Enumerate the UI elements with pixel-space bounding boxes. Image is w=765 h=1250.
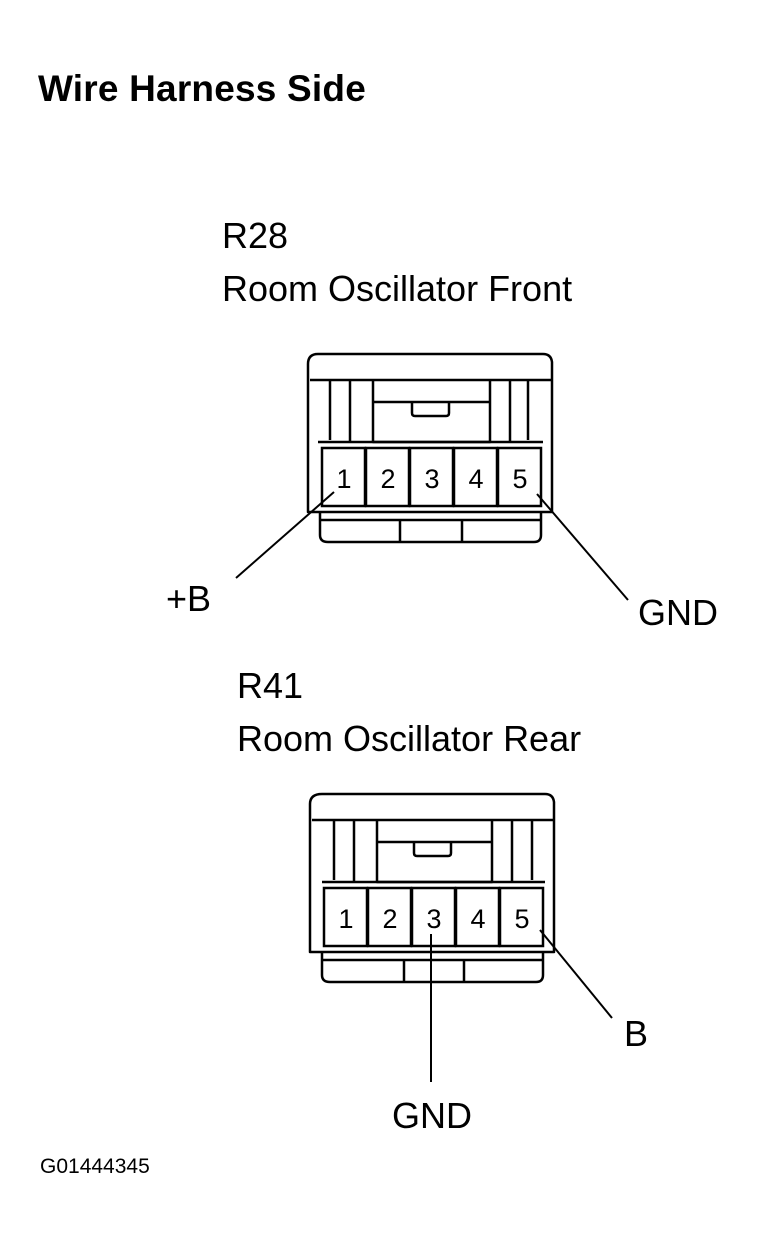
connector-r28-housing xyxy=(306,352,554,544)
connector-r28-id: R28 xyxy=(222,215,289,256)
connector-r41-pins xyxy=(322,886,545,948)
connector-r41-housing xyxy=(308,792,556,984)
connector-r41-name: Room Oscillator Rear xyxy=(237,718,582,759)
r41-pin-4: 4 xyxy=(470,904,485,934)
r41-pin5-callout-label: B xyxy=(624,1013,649,1054)
connector-r41-id: R41 xyxy=(237,665,304,706)
r41-pin-1: 1 xyxy=(338,904,353,934)
connector-r28-pins xyxy=(320,446,543,508)
connector-r28-name: Room Oscillator Front xyxy=(222,268,573,309)
r28-pin-4: 4 xyxy=(468,464,483,494)
r41-pin3-callout-label: GND xyxy=(392,1095,472,1136)
r28-pin1-leader-line xyxy=(235,491,335,579)
r28-pin-1: 1 xyxy=(336,464,351,494)
r28-pin1-callout-label: +B xyxy=(166,578,212,619)
r41-pin-5: 5 xyxy=(514,904,529,934)
r28-pin5-callout-label: GND xyxy=(638,592,718,633)
r41-pin-2: 2 xyxy=(382,904,397,934)
r28-pin-5: 5 xyxy=(512,464,527,494)
r28-pin5-leader-line xyxy=(536,493,629,601)
figure-code: G01444345 xyxy=(40,1155,150,1178)
r28-pin-2: 2 xyxy=(380,464,395,494)
diagram-title: Wire Harness Side xyxy=(38,68,366,109)
r41-pin5-leader-line xyxy=(539,929,613,1019)
r28-pin-3: 3 xyxy=(424,464,439,494)
r41-pin-3: 3 xyxy=(426,904,441,934)
